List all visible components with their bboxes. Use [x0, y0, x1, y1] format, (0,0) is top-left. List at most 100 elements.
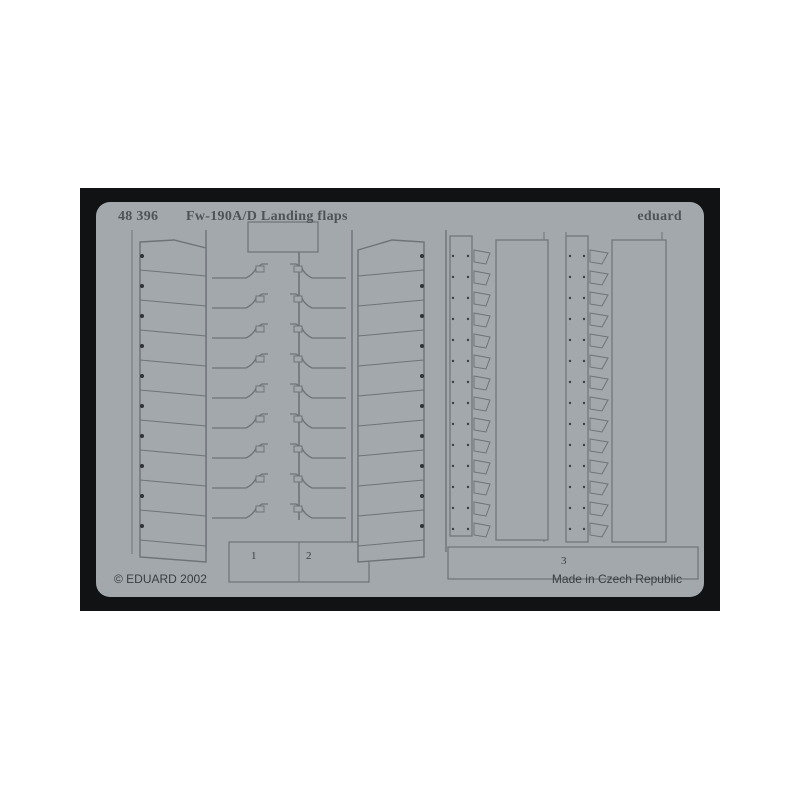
strip-hole	[451, 317, 455, 321]
strip-hole	[451, 275, 455, 279]
flap-rib	[357, 389, 425, 397]
origin-text: Made in Czech Republic	[551, 572, 682, 586]
hinge-pin	[293, 385, 303, 393]
flap-rib	[139, 299, 207, 307]
flap-rib	[357, 509, 425, 517]
strip-hole	[451, 296, 455, 300]
strip-tooth	[473, 249, 491, 265]
part-number-1: 1	[251, 550, 257, 562]
strip-hole	[568, 275, 572, 279]
strip-hole	[582, 317, 586, 321]
rivet-hole	[420, 374, 424, 378]
rivet-hole	[420, 464, 424, 468]
hinge-pin	[255, 355, 265, 363]
flap-rib	[139, 419, 207, 427]
rivet-hole	[420, 404, 424, 408]
rivet-hole	[140, 404, 144, 408]
strip-hole	[466, 401, 470, 405]
strip-tooth	[589, 312, 609, 328]
strip-tooth	[589, 375, 609, 391]
strip-hole	[451, 380, 455, 384]
strip-hole	[582, 380, 586, 384]
hinge-pin	[293, 325, 303, 333]
strip-hole	[466, 443, 470, 447]
strip-panel	[495, 239, 549, 541]
flap-rib	[139, 479, 207, 487]
rivet-hole	[140, 314, 144, 318]
strip-tooth	[473, 396, 491, 412]
copyright-text: © EDUARD 2002	[114, 572, 207, 586]
rivet-hole	[140, 254, 144, 258]
hinge-pin	[255, 445, 265, 453]
hinge-pin	[255, 415, 265, 423]
rivet-hole	[140, 494, 144, 498]
rivet-hole	[420, 434, 424, 438]
strip-hole	[568, 296, 572, 300]
strip-hole	[451, 338, 455, 342]
strip-hole	[568, 527, 572, 531]
rivet-hole	[420, 524, 424, 528]
hinge-pin	[255, 325, 265, 333]
strip-hole	[568, 485, 572, 489]
strip-tooth	[473, 417, 491, 433]
strip-hole	[466, 317, 470, 321]
strip-hole	[582, 275, 586, 279]
strip-hole	[451, 401, 455, 405]
strip-hole	[582, 296, 586, 300]
strip-tooth	[473, 354, 491, 370]
strip-hole	[466, 527, 470, 531]
hinge-pin	[255, 265, 265, 273]
strip-hole	[466, 254, 470, 258]
strip-tooth	[589, 438, 609, 454]
strip-tooth	[473, 270, 491, 286]
flap-rib	[139, 359, 207, 367]
strip-tooth	[589, 417, 609, 433]
flap-rib	[139, 329, 207, 337]
strip-hole	[582, 254, 586, 258]
set-number: 48 396	[118, 209, 159, 224]
strip-tooth	[589, 480, 609, 496]
rivet-hole	[140, 344, 144, 348]
hinge-pin	[255, 475, 265, 483]
strip-hole	[451, 422, 455, 426]
strip-hole	[582, 464, 586, 468]
strip-hole	[466, 506, 470, 510]
rivet-hole	[420, 254, 424, 258]
rivet-hole	[140, 374, 144, 378]
strip-tooth	[589, 354, 609, 370]
flap-rib	[139, 449, 207, 457]
strip-tooth	[589, 522, 609, 538]
strip-hole	[451, 506, 455, 510]
strip-tooth	[473, 522, 491, 538]
hinge-pin	[255, 505, 265, 513]
strip-hole	[568, 317, 572, 321]
strip-tooth	[473, 333, 491, 349]
strip-hole	[466, 296, 470, 300]
hinge-pin	[255, 385, 265, 393]
top-tab	[247, 221, 319, 253]
rivet-hole	[140, 524, 144, 528]
brand-logo: eduard	[637, 209, 682, 224]
strip-hole	[451, 443, 455, 447]
strip-hole	[466, 380, 470, 384]
flap-rib	[357, 449, 425, 457]
flap-rib	[139, 539, 207, 547]
part-number-3: 3	[561, 555, 567, 567]
strip-tooth	[589, 249, 609, 265]
strip-hole	[466, 422, 470, 426]
strip-hole	[582, 401, 586, 405]
flap-rib	[357, 329, 425, 337]
rivet-hole	[140, 284, 144, 288]
rivet-hole	[420, 284, 424, 288]
strip-hole	[568, 401, 572, 405]
strip-tooth	[589, 270, 609, 286]
hinge-pin	[293, 355, 303, 363]
strip-tooth	[589, 396, 609, 412]
rivet-hole	[420, 494, 424, 498]
flap-rib	[139, 269, 207, 277]
strip-rail	[449, 235, 473, 537]
strip-hole	[451, 254, 455, 258]
flap-rib	[357, 299, 425, 307]
strip-tooth	[473, 291, 491, 307]
strip-hole	[582, 338, 586, 342]
